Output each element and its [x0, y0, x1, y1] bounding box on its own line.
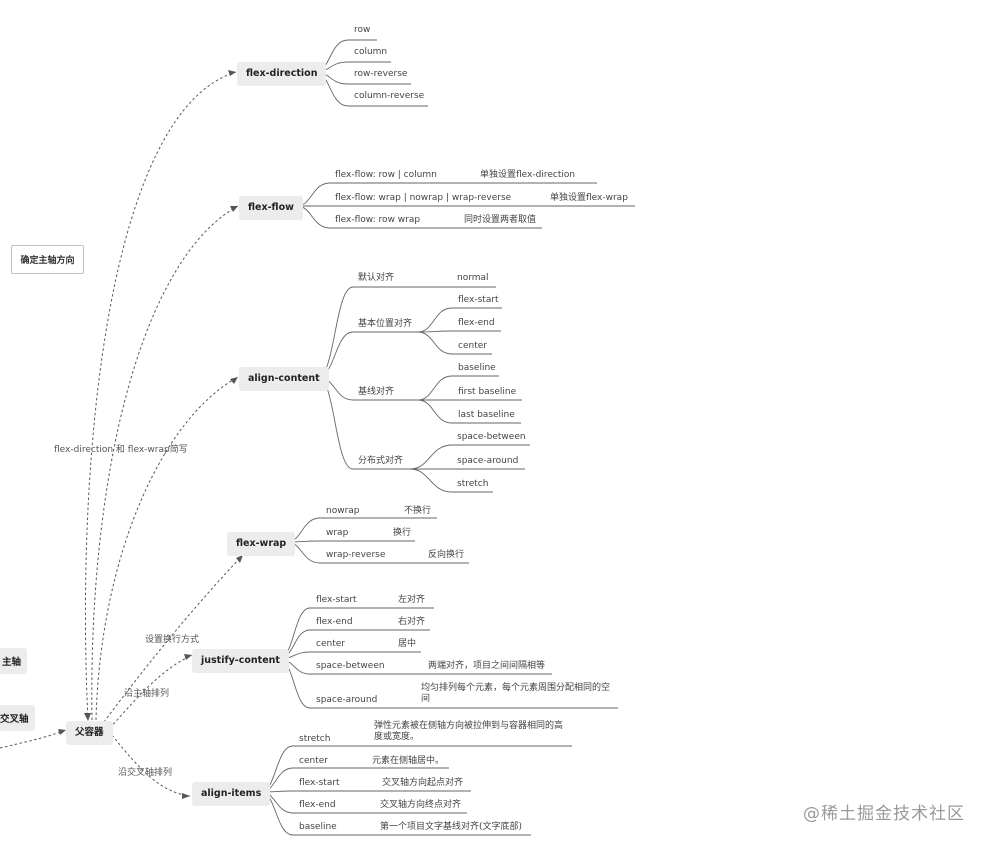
- leaf-wrap-desc[interactable]: 不换行: [404, 506, 432, 516]
- leaf-wrap-desc[interactable]: 反向换行: [428, 550, 465, 560]
- leaf-ai-desc[interactable]: 交叉轴方向起点对齐: [382, 778, 464, 788]
- cross-axis-node[interactable]: 交叉轴: [0, 705, 35, 731]
- edge-label-flex-flow: flex-direction 和 flex-wrap简写: [54, 445, 188, 455]
- leaf-flow-value[interactable]: flex-flow: wrap | nowrap | wrap-reverse: [335, 193, 512, 203]
- leaf-ai-value[interactable]: center: [299, 756, 328, 766]
- leaf-flow-desc[interactable]: 单独设置flex-wrap: [550, 193, 628, 203]
- group-position[interactable]: 基本位置对齐: [358, 319, 413, 329]
- leaf-flow-value[interactable]: flex-flow: row | column: [335, 170, 437, 180]
- leaf-wrap-value[interactable]: wrap: [326, 528, 349, 538]
- leaf-jc-value[interactable]: space-between: [316, 661, 385, 671]
- leaf-row-reverse[interactable]: row-reverse: [354, 69, 408, 79]
- leaf-stretch[interactable]: stretch: [457, 479, 489, 489]
- leaf-flow-desc[interactable]: 单独设置flex-direction: [480, 170, 576, 180]
- leaf-ai-value[interactable]: baseline: [299, 822, 337, 832]
- leaf-last-baseline[interactable]: last baseline: [458, 410, 515, 420]
- underlines: [260, 39, 635, 836]
- leaf-flex-end[interactable]: flex-end: [458, 318, 495, 328]
- edge-label-align-items: 沿交叉轴排列: [118, 768, 173, 778]
- leaf-ai-value[interactable]: flex-start: [299, 778, 340, 788]
- watermark: @稀土掘金技术社区: [803, 804, 965, 824]
- leaf-flow-value[interactable]: flex-flow: row wrap: [335, 215, 421, 225]
- leaf-jc-value[interactable]: flex-end: [316, 617, 353, 627]
- leaf-jc-desc[interactable]: 两端对齐，项目之间间隔相等: [428, 661, 546, 671]
- leaf-wrap-value[interactable]: nowrap: [326, 506, 360, 516]
- leaf-ai-desc[interactable]: 弹性元素被在侧轴方向被拉伸到与容器相同的高度或宽度。: [374, 721, 564, 743]
- branch-align-items[interactable]: align-items: [192, 782, 271, 806]
- leaf-space-between[interactable]: space-between: [457, 432, 526, 442]
- leaf-row[interactable]: row: [354, 25, 371, 35]
- branch-flex-wrap[interactable]: flex-wrap: [227, 532, 296, 556]
- branch-flex-direction[interactable]: flex-direction: [237, 62, 327, 86]
- leaf-jc-desc[interactable]: 居中: [398, 639, 417, 649]
- leaf-flow-desc[interactable]: 同时设置两者取值: [464, 215, 537, 225]
- leaf-flex-start[interactable]: flex-start: [458, 295, 499, 305]
- leaf-jc-desc[interactable]: 右对齐: [398, 617, 426, 627]
- leaf-jc-value[interactable]: space-around: [316, 695, 378, 705]
- leaf-first-baseline[interactable]: first baseline: [458, 387, 517, 397]
- leaf-jc-value[interactable]: center: [316, 639, 345, 649]
- leaf-jc-desc[interactable]: 左对齐: [398, 595, 426, 605]
- leaf-center[interactable]: center: [458, 341, 487, 351]
- leaf-ai-value[interactable]: flex-end: [299, 800, 336, 810]
- branch-justify-content[interactable]: justify-content: [192, 649, 289, 673]
- leaf-column[interactable]: column: [354, 47, 388, 57]
- branch-flex-flow[interactable]: flex-flow: [239, 196, 303, 220]
- leaf-jc-value[interactable]: flex-start: [316, 595, 357, 605]
- leaf-normal[interactable]: normal: [457, 273, 489, 283]
- root-node[interactable]: 父容器: [66, 721, 113, 745]
- leaf-ai-value[interactable]: stretch: [299, 734, 331, 744]
- leaf-ai-desc[interactable]: 第一个项目文字基线对齐(文字底部): [380, 822, 523, 832]
- main-axis-node[interactable]: 主轴: [0, 648, 28, 674]
- group-distributed[interactable]: 分布式对齐: [358, 456, 404, 466]
- leaf-jc-desc[interactable]: 均匀排列每个元素，每个元素周围分配相同的空间: [421, 683, 611, 705]
- group-baseline[interactable]: 基线对齐: [358, 387, 395, 397]
- edge-label-flex-wrap: 设置换行方式: [145, 635, 200, 645]
- leaf-ai-desc[interactable]: 元素在侧轴居中。: [372, 756, 445, 766]
- leaf-column-reverse[interactable]: column-reverse: [354, 91, 425, 101]
- leaf-wrap-value[interactable]: wrap-reverse: [326, 550, 386, 560]
- arrowheads: [58, 70, 243, 799]
- side-note-box[interactable]: 确定主轴方向: [11, 245, 84, 274]
- leaf-ai-desc[interactable]: 交叉轴方向终点对齐: [380, 800, 462, 810]
- leaf-space-around[interactable]: space-around: [457, 456, 519, 466]
- edge-label-justify: 沿主轴排列: [124, 689, 170, 699]
- leaf-baseline[interactable]: baseline: [458, 363, 496, 373]
- group-default[interactable]: 默认对齐: [358, 273, 395, 283]
- leaf-wrap-desc[interactable]: 换行: [393, 528, 412, 538]
- dashed-relations: [0, 71, 243, 797]
- branch-align-content[interactable]: align-content: [239, 367, 329, 391]
